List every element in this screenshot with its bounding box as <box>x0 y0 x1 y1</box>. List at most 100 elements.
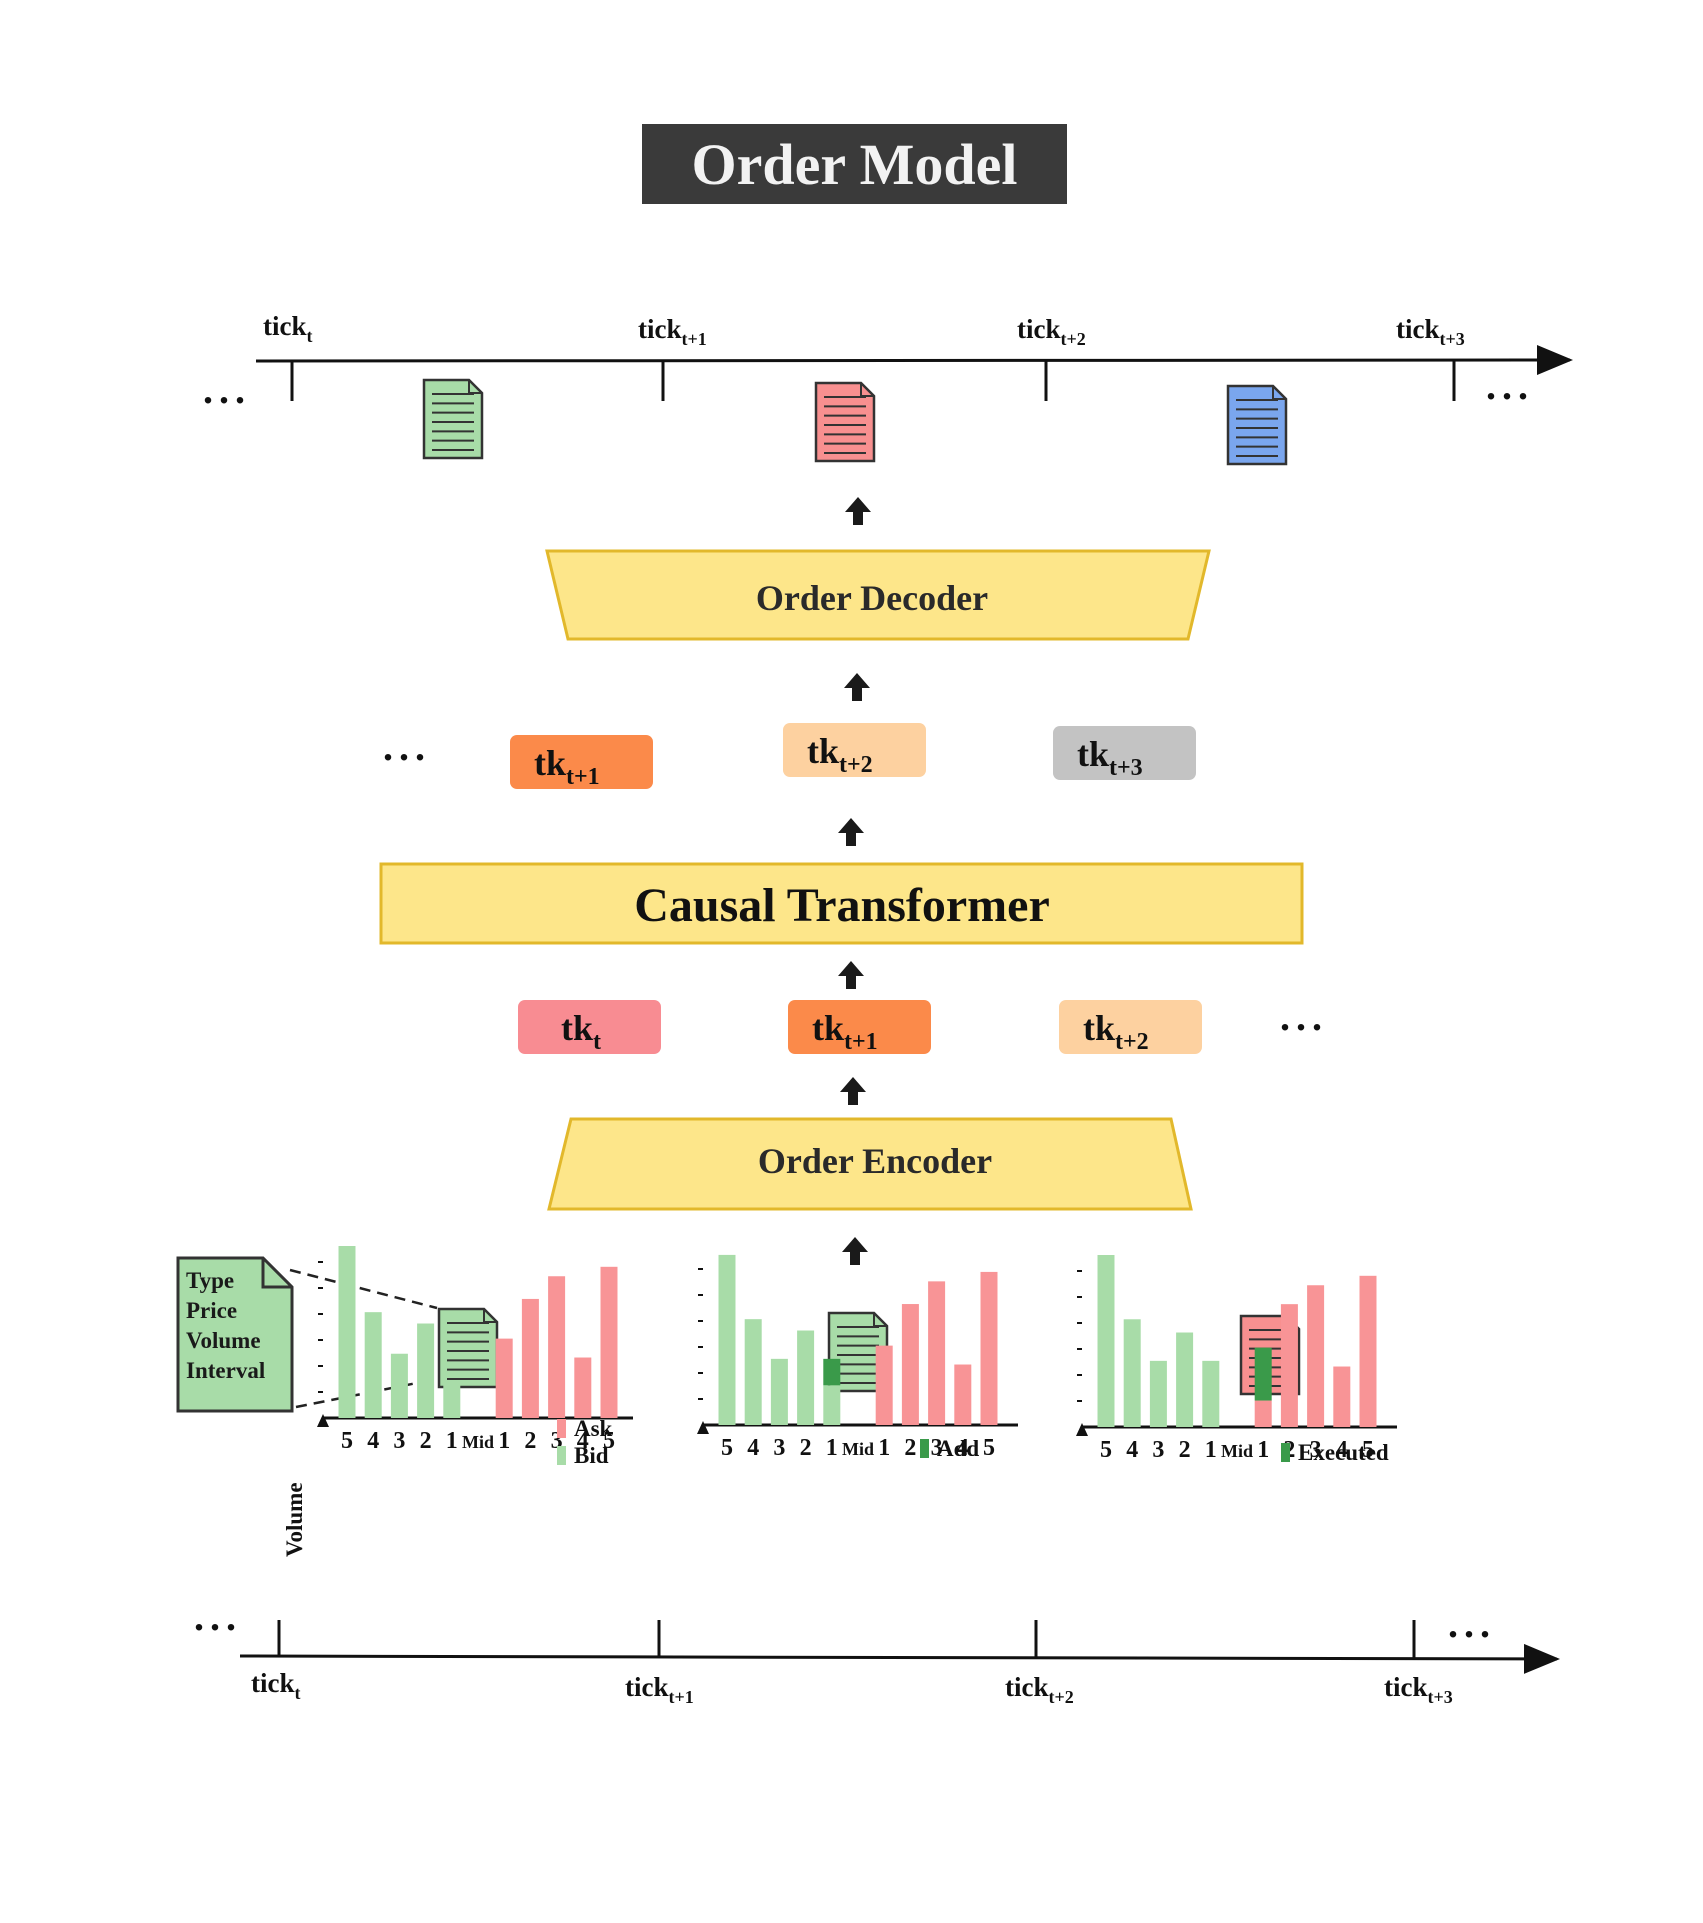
ask-bar <box>600 1266 618 1418</box>
legend-label: Add <box>937 1436 979 1461</box>
chart-tick-label: 1 <box>446 1428 458 1454</box>
ask-bar <box>1254 1400 1272 1427</box>
ellipsis-bottom-left: ... <box>194 1594 242 1639</box>
bid-bar <box>823 1385 841 1425</box>
causal-transformer-box <box>379 862 1304 945</box>
bid-bar <box>364 1312 382 1418</box>
chart-tick-label: 2 <box>524 1428 536 1454</box>
bid-bar <box>390 1353 408 1418</box>
token-label: tkt+1 <box>812 1008 878 1055</box>
chart-tick-label: Mid <box>842 1439 874 1459</box>
token-label: tkt+3 <box>1077 734 1143 781</box>
ask-bar <box>548 1276 566 1418</box>
ellipsis-output-tokens: ... <box>383 724 431 769</box>
legend-label: Ask <box>574 1416 613 1441</box>
chart-tick-label: 2 <box>800 1435 812 1461</box>
chart-tick-label: 1 <box>878 1435 890 1461</box>
chart-tick-label: 4 <box>367 1428 379 1454</box>
input-tokens: tkt tkt+1 tkt+2 ... <box>518 994 1328 1055</box>
token-box <box>783 723 926 777</box>
ask-bar <box>1333 1366 1351 1427</box>
chart-tick-label: 3 <box>931 1435 943 1461</box>
order-field-price: Price <box>186 1298 237 1323</box>
chart-tick-label: 1 <box>1257 1437 1269 1463</box>
ask-bar <box>1359 1275 1377 1427</box>
order-fields-callout: Type Price Volume Interval <box>176 1256 438 1413</box>
document-body <box>814 381 876 463</box>
legend-swatch <box>920 1439 929 1458</box>
bid-bar <box>718 1254 736 1425</box>
bid-bar <box>1123 1319 1141 1427</box>
top-timeline: tickt tickt+1 tickt+2 tickt+3 ... ... <box>203 311 1573 466</box>
up-arrow-icon <box>842 1237 868 1265</box>
chart-tick-label: 3 <box>1310 1437 1322 1463</box>
chart-tick-label: 3 <box>393 1428 405 1454</box>
chart-tick-label: 2 <box>1179 1437 1191 1463</box>
order-encoder-shape <box>547 1117 1193 1211</box>
chart-tick-label: 4 <box>1336 1437 1348 1463</box>
document-body <box>437 1307 499 1389</box>
legend-swatch <box>557 1446 566 1465</box>
callout-fold <box>261 1258 292 1289</box>
document-icon <box>422 378 484 460</box>
up-arrow-icon <box>845 497 871 525</box>
chart-tick-label: 1 <box>498 1428 510 1454</box>
order-decoder-label: Order Decoder <box>756 578 988 618</box>
bottom-timeline-axis <box>239 1643 1560 1674</box>
legend-label: Bid <box>574 1443 609 1468</box>
token-box <box>788 1000 931 1054</box>
bid-bar <box>1149 1360 1167 1427</box>
ask-bar <box>495 1338 513 1418</box>
chart-y-axis-arrow <box>1076 1423 1088 1436</box>
chart-tick-label: 2 <box>420 1428 432 1454</box>
chart-tick-label: 5 <box>983 1435 995 1461</box>
ask-bar <box>954 1364 972 1425</box>
up-arrow-icon <box>844 673 870 701</box>
top-tick-label: tickt+3 <box>1396 314 1465 349</box>
token-label: tkt <box>561 1008 601 1055</box>
bid-bar <box>338 1246 356 1418</box>
added-volume-bar <box>823 1358 841 1386</box>
legend-swatch <box>1281 1443 1290 1462</box>
bid-bar <box>744 1319 762 1425</box>
bottom-timeline: tickt tickt+1 tickt+2 tickt+3 ... ... <box>194 1594 1560 1707</box>
token-label: tkt+2 <box>807 731 873 778</box>
chart-y-axis-arrow <box>317 1414 329 1427</box>
ask-bar <box>574 1357 592 1418</box>
document-icon <box>814 381 876 463</box>
bottom-tick-label: tickt <box>251 1668 301 1703</box>
chart-tick-label: 1 <box>1205 1437 1217 1463</box>
token-box <box>1053 726 1196 780</box>
input-order-docs <box>437 1307 1301 1396</box>
ellipsis-right: ... <box>1486 363 1534 408</box>
bid-bar <box>797 1330 815 1425</box>
legend-swatch <box>557 1419 566 1438</box>
chart-tick-label: 3 <box>773 1435 785 1461</box>
ask-bar <box>875 1345 893 1425</box>
top-tick-label: tickt+2 <box>1017 314 1086 349</box>
chart-tick-label: 1 <box>826 1435 838 1461</box>
chart-tick-label: 5 <box>1100 1437 1112 1463</box>
top-timeline-axis <box>255 345 1573 376</box>
chart-tick-label: 5 <box>721 1435 733 1461</box>
bottom-tick-label: tickt+1 <box>625 1672 694 1707</box>
bottom-tick-label: tickt+2 <box>1005 1672 1074 1707</box>
top-tick-label: tickt+1 <box>638 314 707 349</box>
document-icon <box>1226 384 1288 466</box>
up-arrow-icon <box>840 1077 866 1105</box>
output-tokens: ... tkt+1 tkt+2 tkt+3 <box>383 723 1196 790</box>
chart-tick-label: 4 <box>577 1428 589 1454</box>
causal-transformer-label: Causal Transformer <box>634 879 1050 932</box>
token-box <box>1059 1000 1202 1054</box>
chart-tick-label: 3 <box>1152 1437 1164 1463</box>
ellipsis-input-tokens: ... <box>1280 994 1328 1039</box>
document-body <box>1226 384 1288 466</box>
order-field-volume: Volume <box>186 1328 261 1353</box>
top-tick-label: tickt <box>263 311 313 346</box>
bottom-tick-label: tickt+3 <box>1384 1672 1453 1707</box>
document-icon <box>437 1307 499 1389</box>
chart-tick-label: 5 <box>341 1428 353 1454</box>
bid-bar <box>1097 1255 1115 1427</box>
